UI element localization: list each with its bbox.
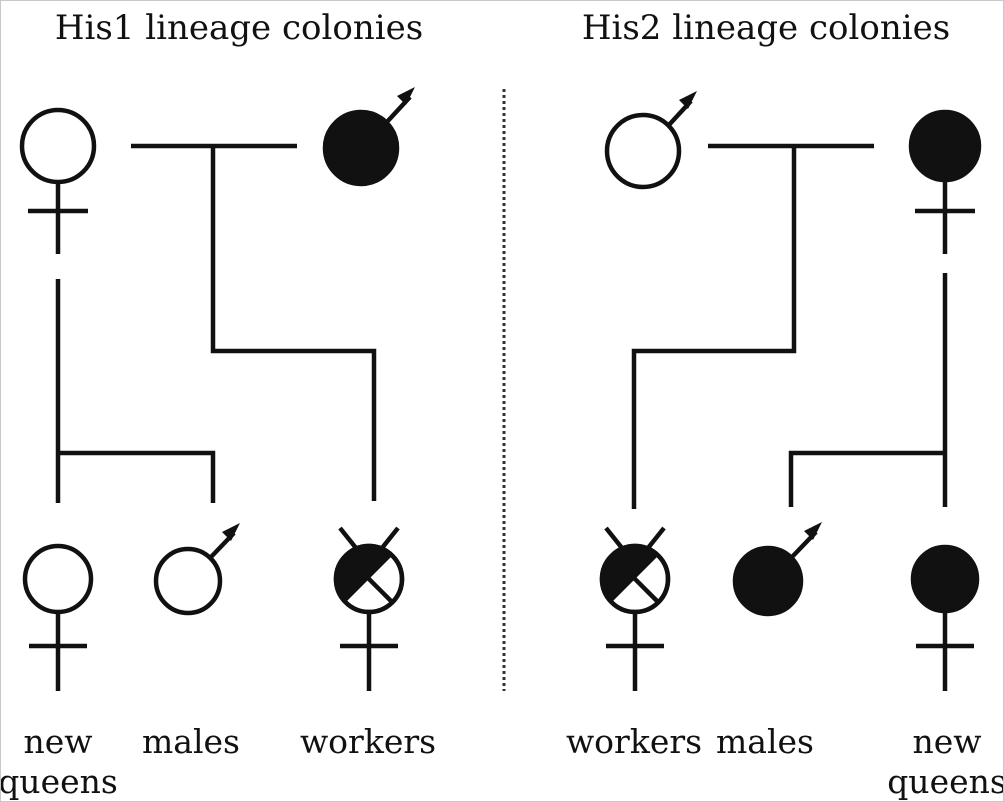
left-males-label: males — [142, 722, 240, 761]
right-queen-descent-line — [788, 273, 948, 507]
left-parent-queen-female-symbol — [19, 107, 97, 254]
right-mating-line — [631, 143, 874, 509]
right-new-queens-label-line1: new — [912, 722, 982, 761]
left-workers-worker-symbol — [333, 526, 405, 691]
right-males-label: males — [716, 722, 814, 761]
right-new-queens-female-symbol — [910, 544, 980, 691]
left-parent-male-symbol — [322, 87, 415, 187]
right-males-male-symbol — [732, 522, 822, 617]
right-new-queens-label-line2: queens — [887, 762, 1004, 801]
right-workers-worker-symbol — [599, 526, 671, 691]
his1-panel-title: His1 lineage colonies — [54, 8, 424, 48]
right-workers-label: workers — [565, 722, 703, 761]
left-new-queens-label-line1: new — [23, 722, 93, 761]
left-new-queens-female-symbol — [22, 543, 94, 691]
right-parent-male-symbol — [604, 91, 697, 190]
left-males-male-symbol — [153, 523, 240, 616]
left-queen-descent-line — [55, 279, 216, 503]
his2-panel-title: His2 lineage colonies — [581, 8, 951, 48]
left-mating-line — [131, 143, 377, 501]
left-workers-label: workers — [299, 722, 437, 761]
left-new-queens-label-line2: queens — [0, 762, 118, 801]
right-parent-queen-female-symbol — [908, 109, 982, 254]
